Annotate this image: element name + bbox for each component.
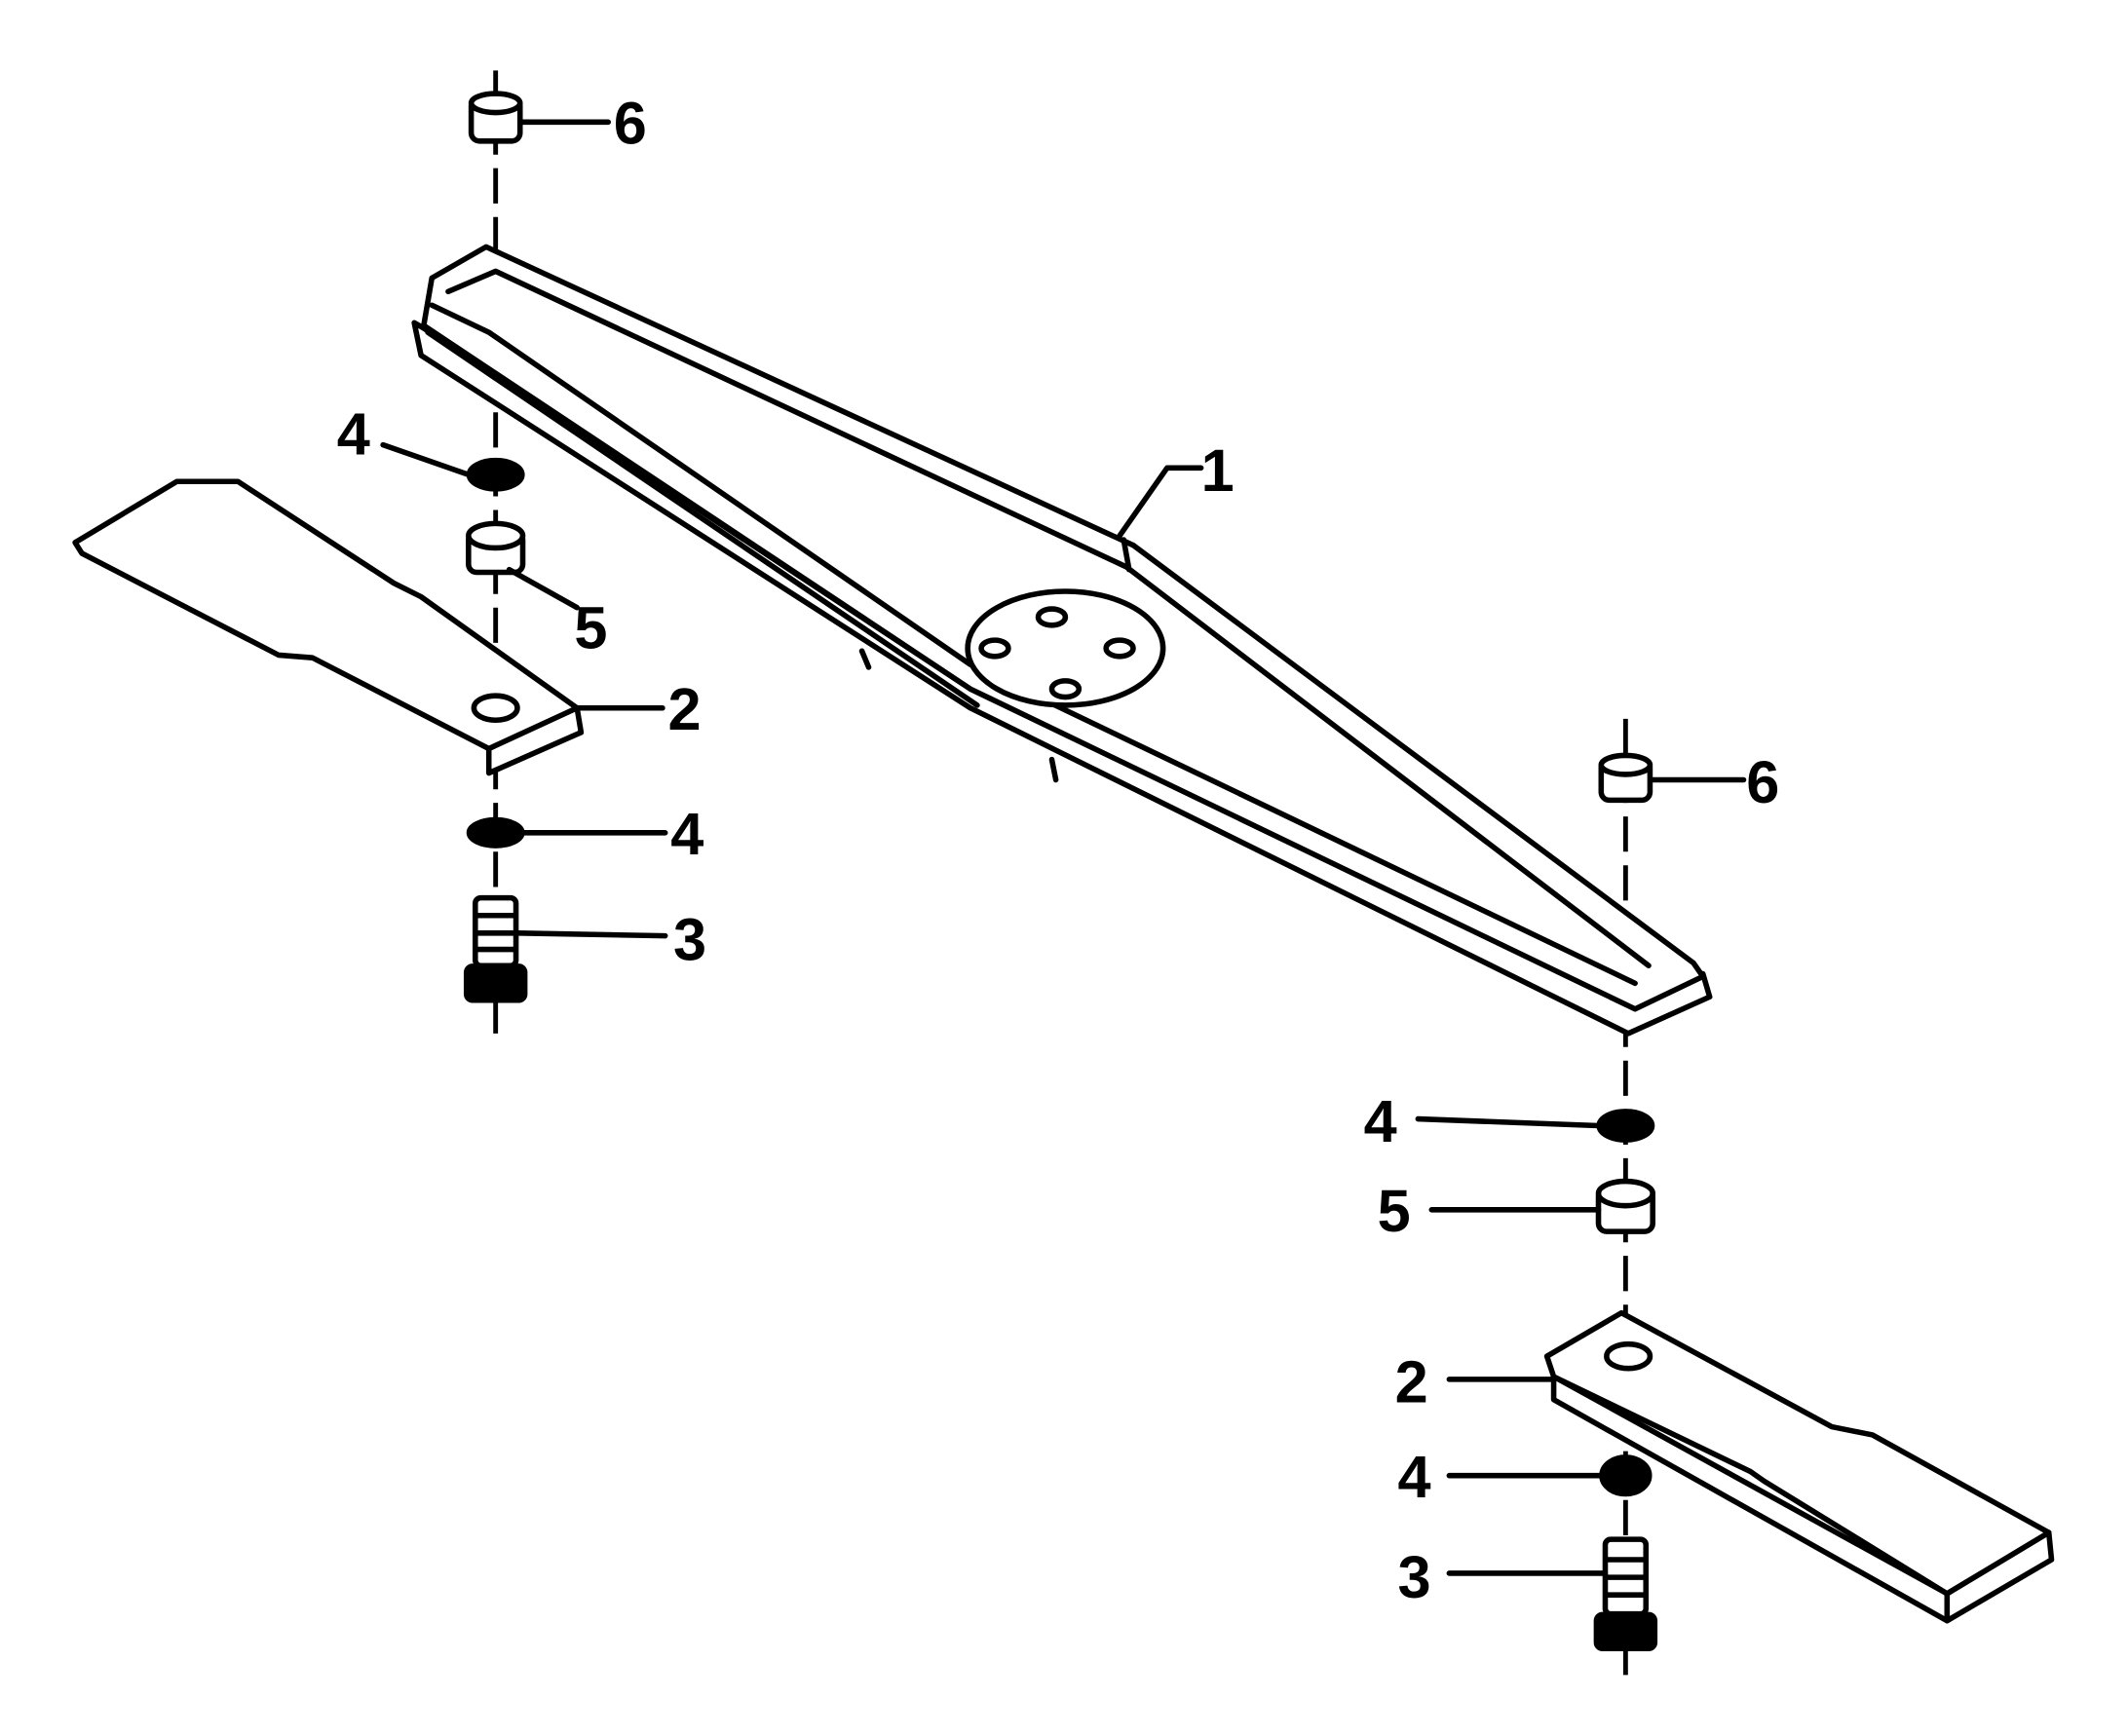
callout-left-blade: 2 <box>667 676 701 742</box>
left-spacer <box>466 520 526 576</box>
right-bolt <box>1593 1536 1658 1651</box>
callout-right-nut: 6 <box>1746 749 1779 815</box>
callout-right-blade: 2 <box>1395 1349 1428 1415</box>
left-washer-lower <box>466 816 525 849</box>
right-washer-upper <box>1596 1109 1655 1143</box>
left-bolt <box>463 894 528 1003</box>
callout-left-washer-upper: 4 <box>337 400 370 467</box>
callout-left-bolt: 3 <box>673 907 706 973</box>
hub-plate <box>965 588 1166 708</box>
right-blade <box>1543 1309 2055 1624</box>
callout-right-washer-upper: 4 <box>1364 1088 1397 1154</box>
blade-bar <box>411 244 1713 1037</box>
right-spacer <box>1595 1178 1655 1234</box>
callout-left-washer-lower: 4 <box>670 801 703 867</box>
callout-right-spacer: 5 <box>1378 1178 1411 1244</box>
leader-lines <box>380 119 1747 1576</box>
callout-left-spacer: 5 <box>574 594 607 660</box>
callout-left-nut: 6 <box>614 91 647 157</box>
right-nut <box>1598 752 1653 804</box>
right-washer-lower <box>1599 1454 1653 1497</box>
callout-right-washer-lower: 4 <box>1397 1444 1430 1510</box>
callout-bar: 1 <box>1201 437 1235 504</box>
callout-right-bolt: 3 <box>1397 1544 1430 1610</box>
left-washer-upper <box>466 457 525 492</box>
left-nut <box>468 91 523 144</box>
